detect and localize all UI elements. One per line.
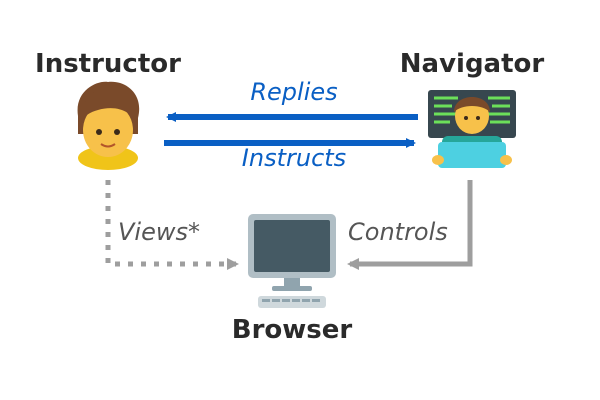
technologist-emoji-icon: [428, 90, 516, 168]
person-emoji-icon: [77, 81, 140, 170]
browser-label: Browser: [232, 315, 353, 345]
replies-label: Replies: [250, 78, 337, 106]
navigator-label: Navigator: [400, 49, 545, 79]
controls-label: Controls: [348, 218, 448, 246]
instructor-label: Instructor: [35, 49, 181, 79]
controls-arrow: [347, 180, 473, 270]
views-label: Views*: [118, 218, 200, 246]
desktop-computer-icon: [248, 214, 336, 308]
instructs-label: Instructs: [242, 144, 346, 172]
views-arrow: [105, 180, 239, 270]
